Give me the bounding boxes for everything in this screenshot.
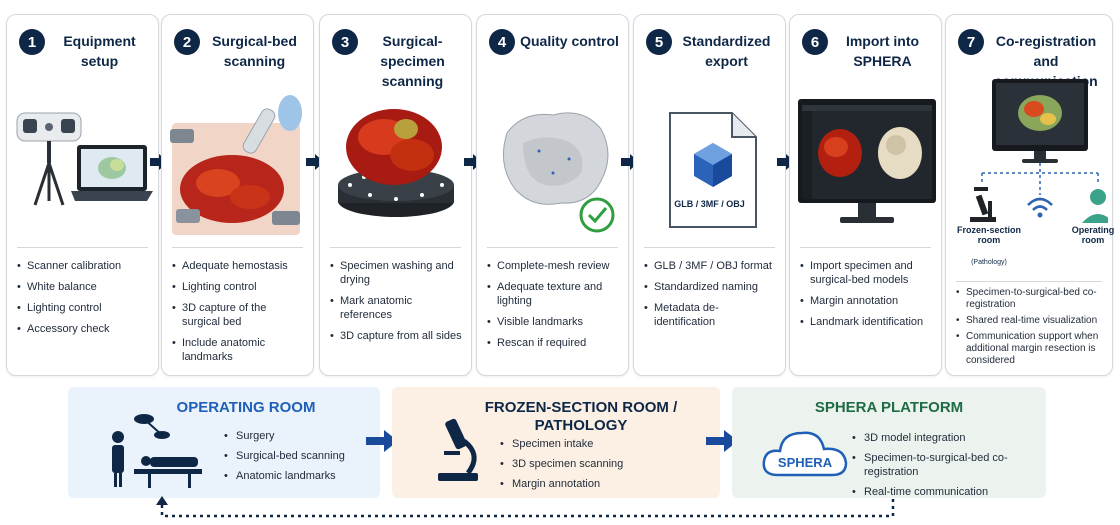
list-item: 3D capture from all sides [330, 329, 465, 343]
scanner-laptop-illustration [13, 93, 153, 243]
list-item: Margin annotation [800, 294, 935, 308]
list-item: Mark anatomic references [330, 294, 465, 322]
step-number-badge: 4 [489, 29, 515, 55]
list-item: Specimen washing and drying [330, 259, 465, 287]
operating-room-icon [112, 414, 202, 488]
coregistration-illustration: Frozen-section room (Pathology) Operatin… [952, 77, 1114, 266]
workflow-steps: 1 Equipment setup Scanner calibr [6, 14, 1116, 378]
sphera-logo: SPHERA [777, 455, 833, 470]
list-item: Adequate texture and lighting [487, 280, 622, 308]
divider [330, 247, 461, 248]
room-items: Surgery Surgical-bed scanning Anatomic l… [224, 429, 345, 489]
file-format-label: GLB / 3MF / OBJ [674, 199, 745, 209]
divider [17, 247, 148, 248]
cloud-icon [762, 431, 848, 477]
list-item: Specimen-to-surgical-bed co-registration [852, 451, 1032, 479]
step-items: Specimen washing and drying Mark anatomi… [330, 259, 465, 350]
list-item: Visible landmarks [487, 315, 622, 329]
list-item: Lighting control [17, 301, 152, 315]
frozen-section-panel: FROZEN-SECTION ROOM / PATHOLOGY Specimen… [392, 387, 720, 498]
frozen-section-label: Frozen-section room [956, 225, 1021, 245]
room-items: 3D model integration Specimen-to-surgica… [852, 431, 1032, 505]
list-item: Rescan if required [487, 336, 622, 350]
list-item: Communication support when additional ma… [956, 331, 1106, 367]
step-card-6: 6 Import into SPHERA Import specimen and… [789, 14, 942, 376]
list-item: Standardized naming [644, 280, 779, 294]
list-item: Surgical-bed scanning [224, 449, 345, 463]
room-items: Specimen intake 3D specimen scanning Mar… [500, 437, 623, 497]
specimen-turntable-illustration [326, 93, 465, 243]
step-card-7: 7 Co-registration and communication [945, 14, 1114, 376]
list-item: Scanner calibration [17, 259, 152, 273]
operating-room-label: Operating room [1071, 225, 1115, 245]
list-item: Specimen-to-surgical-bed co-registration [956, 287, 1106, 311]
feedback-loop-arrow [156, 496, 895, 518]
step-title: Import into SPHERA [845, 33, 920, 69]
step-card-3: 3 Surgical-specimen scanning Specimen wa… [319, 14, 472, 376]
step-number-badge: 1 [19, 29, 45, 55]
sphera-monitor-illustration [796, 93, 936, 243]
rooms-flow: OPERATING ROOM Surgery Surgical-bed scan… [0, 385, 1120, 525]
step-items: Complete-mesh review Adequate texture an… [487, 259, 622, 357]
step-number-badge: 6 [802, 29, 828, 55]
mesh-review-illustration [483, 93, 622, 243]
list-item: Anatomic landmarks [224, 469, 345, 483]
step-number-badge: 7 [958, 29, 984, 55]
list-item: Metadata de-identification [644, 301, 779, 329]
step-card-1: 1 Equipment setup Scanner calibr [6, 14, 159, 376]
list-item: 3D model integration [852, 431, 1032, 445]
list-item: 3D specimen scanning [500, 457, 623, 471]
step-items: Import specimen and surgical-bed models … [800, 259, 935, 336]
list-item: Lighting control [172, 280, 307, 294]
divider [644, 247, 775, 248]
export-file-illustration: GLB / 3MF / OBJ [640, 93, 779, 243]
list-item: Include anatomic landmarks [172, 336, 307, 364]
microscope-icon [438, 418, 478, 481]
list-item: Surgery [224, 429, 345, 443]
step-title: Quality control [520, 33, 619, 49]
step-items: Specimen-to-surgical-bed co-registration… [956, 287, 1106, 371]
step-card-5: 5 Standardized export GLB / 3MF / OBJ GL… [633, 14, 786, 376]
step-number-badge: 5 [646, 29, 672, 55]
divider [956, 281, 1102, 282]
flow-arrow-icon [706, 430, 738, 452]
list-item: White balance [17, 280, 152, 294]
list-item: Complete-mesh review [487, 259, 622, 273]
divider [800, 247, 931, 248]
step-card-2: 2 Surgical-bed scanning Adequate hemosta… [161, 14, 314, 376]
step-items: GLB / 3MF / OBJ format Standardized nami… [644, 259, 779, 336]
list-item: Adequate hemostasis [172, 259, 307, 273]
sphera-platform-panel: SPHERA PLATFORM SPHERA 3D model integrat… [732, 387, 1046, 499]
step-title: Surgical-bed scanning [212, 33, 297, 69]
room-title: OPERATING ROOM [176, 399, 316, 416]
step-title: Surgical-specimen scanning [380, 33, 445, 89]
surgical-bed-scan-illustration [168, 93, 307, 243]
operating-room-panel: OPERATING ROOM Surgery Surgical-bed scan… [68, 387, 380, 498]
list-item: Landmark identification [800, 315, 935, 329]
room-title: FROZEN-SECTION ROOM / PATHOLOGY [484, 399, 678, 434]
list-item: Real-time communication [852, 485, 1032, 499]
list-item: GLB / 3MF / OBJ format [644, 259, 779, 273]
list-item: Accessory check [17, 322, 152, 336]
step-title: Equipment setup [63, 33, 136, 69]
list-item: Margin annotation [500, 477, 623, 491]
room-title: SPHERA PLATFORM [814, 399, 964, 416]
step-items: Adequate hemostasis Lighting control 3D … [172, 259, 307, 371]
divider [172, 247, 303, 248]
list-item: Specimen intake [500, 437, 623, 451]
divider [487, 247, 618, 248]
step-card-4: 4 Quality control Complete-mesh review A… [476, 14, 629, 376]
flow-arrow-icon [366, 430, 398, 452]
list-item: Shared real-time visualization [956, 315, 1106, 327]
pathology-label: (Pathology) [971, 259, 1007, 266]
list-item: Import specimen and surgical-bed models [800, 259, 935, 287]
step-items: Scanner calibration White balance Lighti… [17, 259, 152, 343]
step-number-badge: 2 [174, 29, 200, 55]
step-number-badge: 3 [332, 29, 358, 55]
step-title: Standardized export [682, 33, 771, 69]
list-item: 3D capture of the surgical bed [172, 301, 307, 329]
